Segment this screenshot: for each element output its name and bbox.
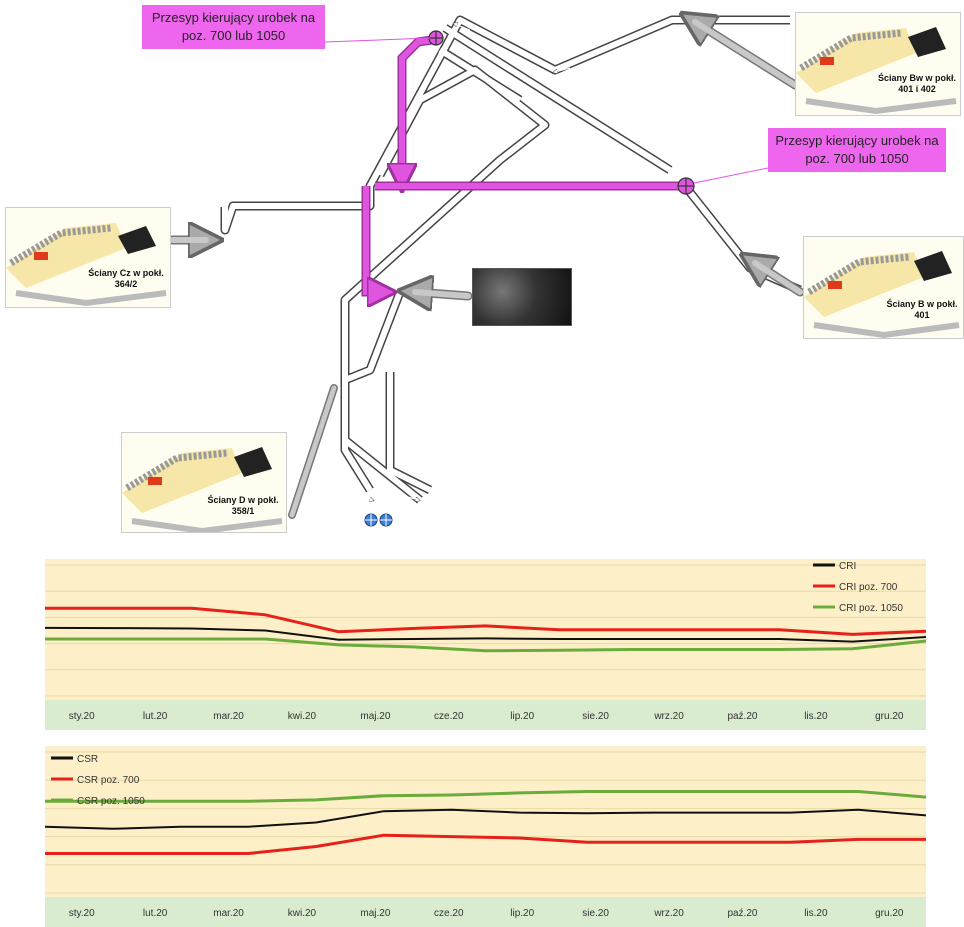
x-tick-label: mar.20 [213, 711, 244, 722]
longwall-illustration [804, 251, 960, 338]
series-line-2 [45, 606, 926, 636]
transfer-point-top-icon [428, 30, 444, 46]
x-tick-label: kwi.20 [288, 908, 317, 919]
longwall-panel-cz: Ściany Cz w pokł. 364/2 [5, 207, 171, 308]
series-line-2 [45, 833, 926, 855]
legend-label: CSR [77, 754, 98, 765]
csr-chart: sty.20 lut.20 mar.20 kwi.20 maj.20 cze.20 lip.… [45, 742, 926, 927]
x-tick-label: paź.20 [727, 711, 757, 722]
x-tick-label: wrz.20 [653, 908, 684, 919]
longwall-panel-bw: Ściany Bw w pokł. 401 i 402 [795, 12, 961, 116]
x-tick-label: sie.20 [582, 711, 609, 722]
legend-label: CSR poz. 700 [77, 775, 140, 786]
x-tick-label: paź.20 [727, 908, 757, 919]
highlighted-conveyors [361, 35, 682, 292]
x-tick-label: cze.20 [434, 711, 464, 722]
series-line-1 [45, 626, 926, 643]
legend-label: CRI [839, 561, 856, 572]
x-tick-label: sie.20 [582, 908, 609, 919]
legend-label: CRI poz. 700 [839, 582, 898, 593]
series-line-3 [45, 790, 926, 803]
axis-band [45, 897, 926, 927]
legend-label: CSR poz. 1050 [77, 796, 145, 807]
x-tick-label: sty.20 [69, 908, 95, 919]
callout-leader-right [693, 167, 769, 184]
callout-leader-top [324, 37, 431, 43]
panel-label: Ściany D w pokł. 358/1 [207, 495, 279, 516]
x-tick-label: lut.20 [143, 711, 168, 722]
cri-chart: sty.20 lut.20 mar.20 kwi.20 maj.20 cze.20 lip.… [45, 545, 926, 730]
panel-label: Ściany Cz w pokł. 364/2 [88, 268, 164, 289]
longwall-illustration [796, 27, 957, 115]
x-tick-label: gru.20 [875, 908, 904, 919]
x-tick-label: kwi.20 [288, 711, 317, 722]
transfer-point-right-icon [677, 177, 695, 195]
x-tick-label: lip.20 [510, 908, 534, 919]
legend-label: CRI poz. 1050 [839, 603, 903, 614]
transfer-callout-top: Przesyp kierujący urobek na poz. 700 lub… [142, 5, 325, 49]
panel-label: Ściany B w pokł. 401 [886, 299, 958, 320]
x-tick-label: sty.20 [69, 711, 95, 722]
transfer-callout-right: Przesyp kierujący urobek na poz. 700 lub… [768, 128, 946, 172]
longwall-illustration [6, 223, 167, 307]
panel-label: Ściany Bw w pokł. 401 i 402 [877, 73, 957, 94]
x-tick-label: lis.20 [804, 908, 828, 919]
axis-band [45, 700, 926, 730]
feed-arrows [167, 22, 805, 519]
x-tick-label: mar.20 [213, 908, 244, 919]
conveyor-routes [220, 15, 802, 504]
x-tick-label: gru.20 [875, 711, 904, 722]
longwall-illustration [122, 447, 283, 532]
x-tick-label: lis.20 [804, 711, 828, 722]
series-line-3 [45, 637, 926, 653]
machine-photo [472, 268, 572, 326]
x-tick-label: lut.20 [143, 908, 168, 919]
x-tick-label: maj.20 [360, 908, 390, 919]
x-tick-label: wrz.20 [653, 711, 684, 722]
conveyor-network-diagram [167, 0, 805, 527]
plot-area [45, 746, 926, 897]
x-tick-label: maj.20 [360, 711, 390, 722]
x-tick-label: lip.20 [510, 711, 534, 722]
longwall-panel-d: Ściany D w pokł. 358/1 [121, 432, 287, 533]
x-tick-label: cze.20 [434, 908, 464, 919]
shaft-outlet-icons [364, 513, 393, 527]
longwall-panel-b: Ściany B w pokł. 401 [803, 236, 964, 339]
series-line-1 [45, 808, 926, 830]
